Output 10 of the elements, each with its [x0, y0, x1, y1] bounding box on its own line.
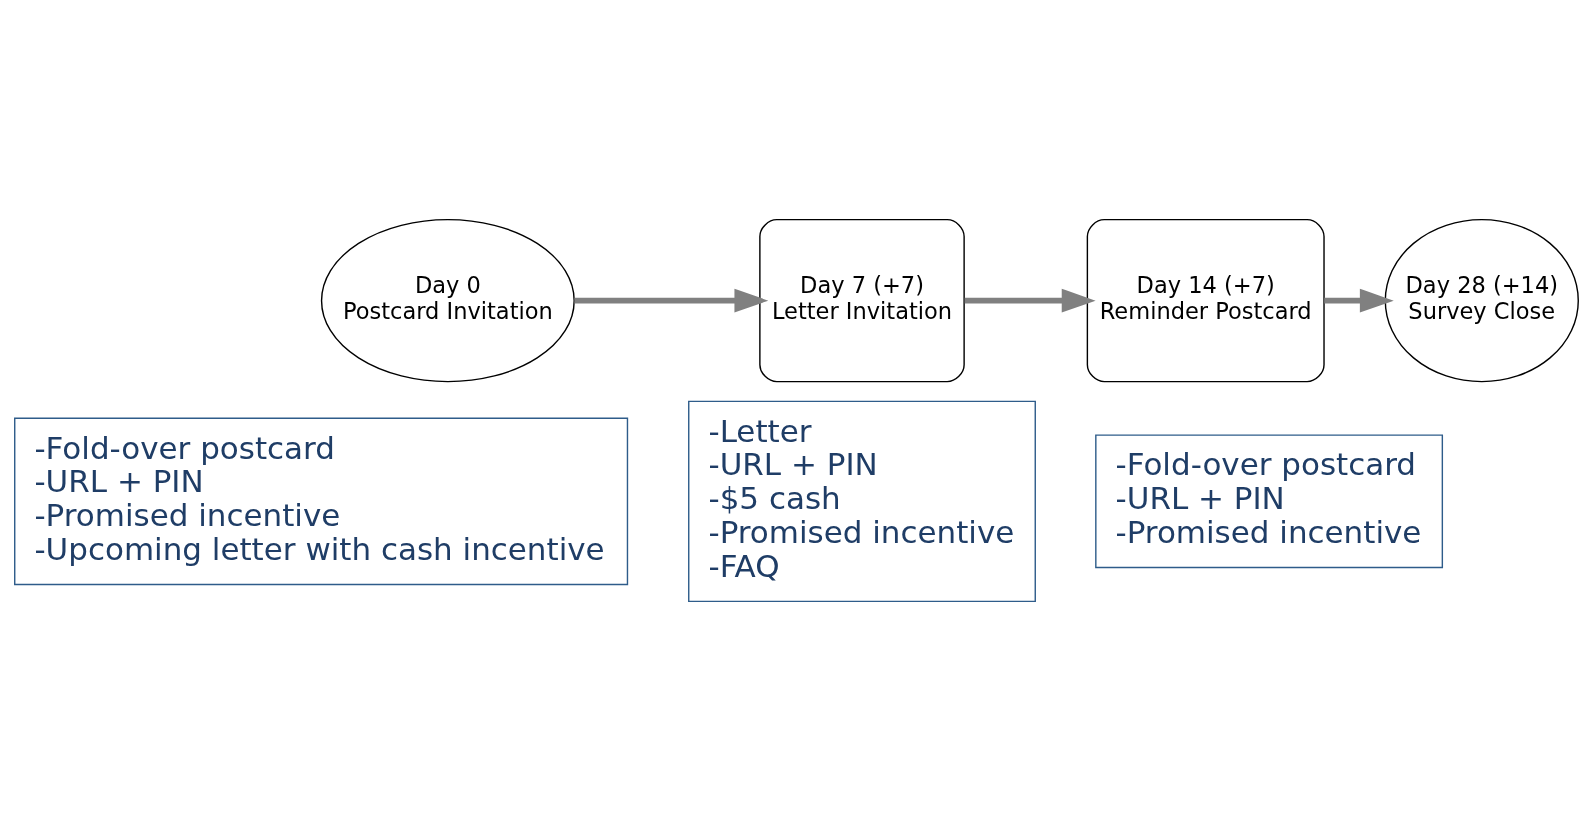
arrow: [964, 288, 1096, 313]
node-box: Day 14 (+7) Reminder Postcard: [1086, 218, 1325, 383]
node-box: -Letter -URL + PIN -$5 cash -Promised incentive -FAQ: [688, 400, 1036, 603]
node-ellipse: Day 0 Postcard Invitation: [320, 218, 575, 383]
node-box: -Fold-over postcard -URL + PIN -Promised incentive -Upcoming letter with cash incentive: [14, 417, 629, 586]
node-box: -Fold-over postcard -URL + PIN -Promised incentive: [1095, 434, 1444, 569]
node-ellipse: Day 28 (+14) Survey Close: [1384, 218, 1579, 383]
arrow: [574, 288, 769, 313]
node-box: Day 7 (+7) Letter Invitation: [759, 218, 965, 383]
arrow: [1324, 288, 1394, 313]
